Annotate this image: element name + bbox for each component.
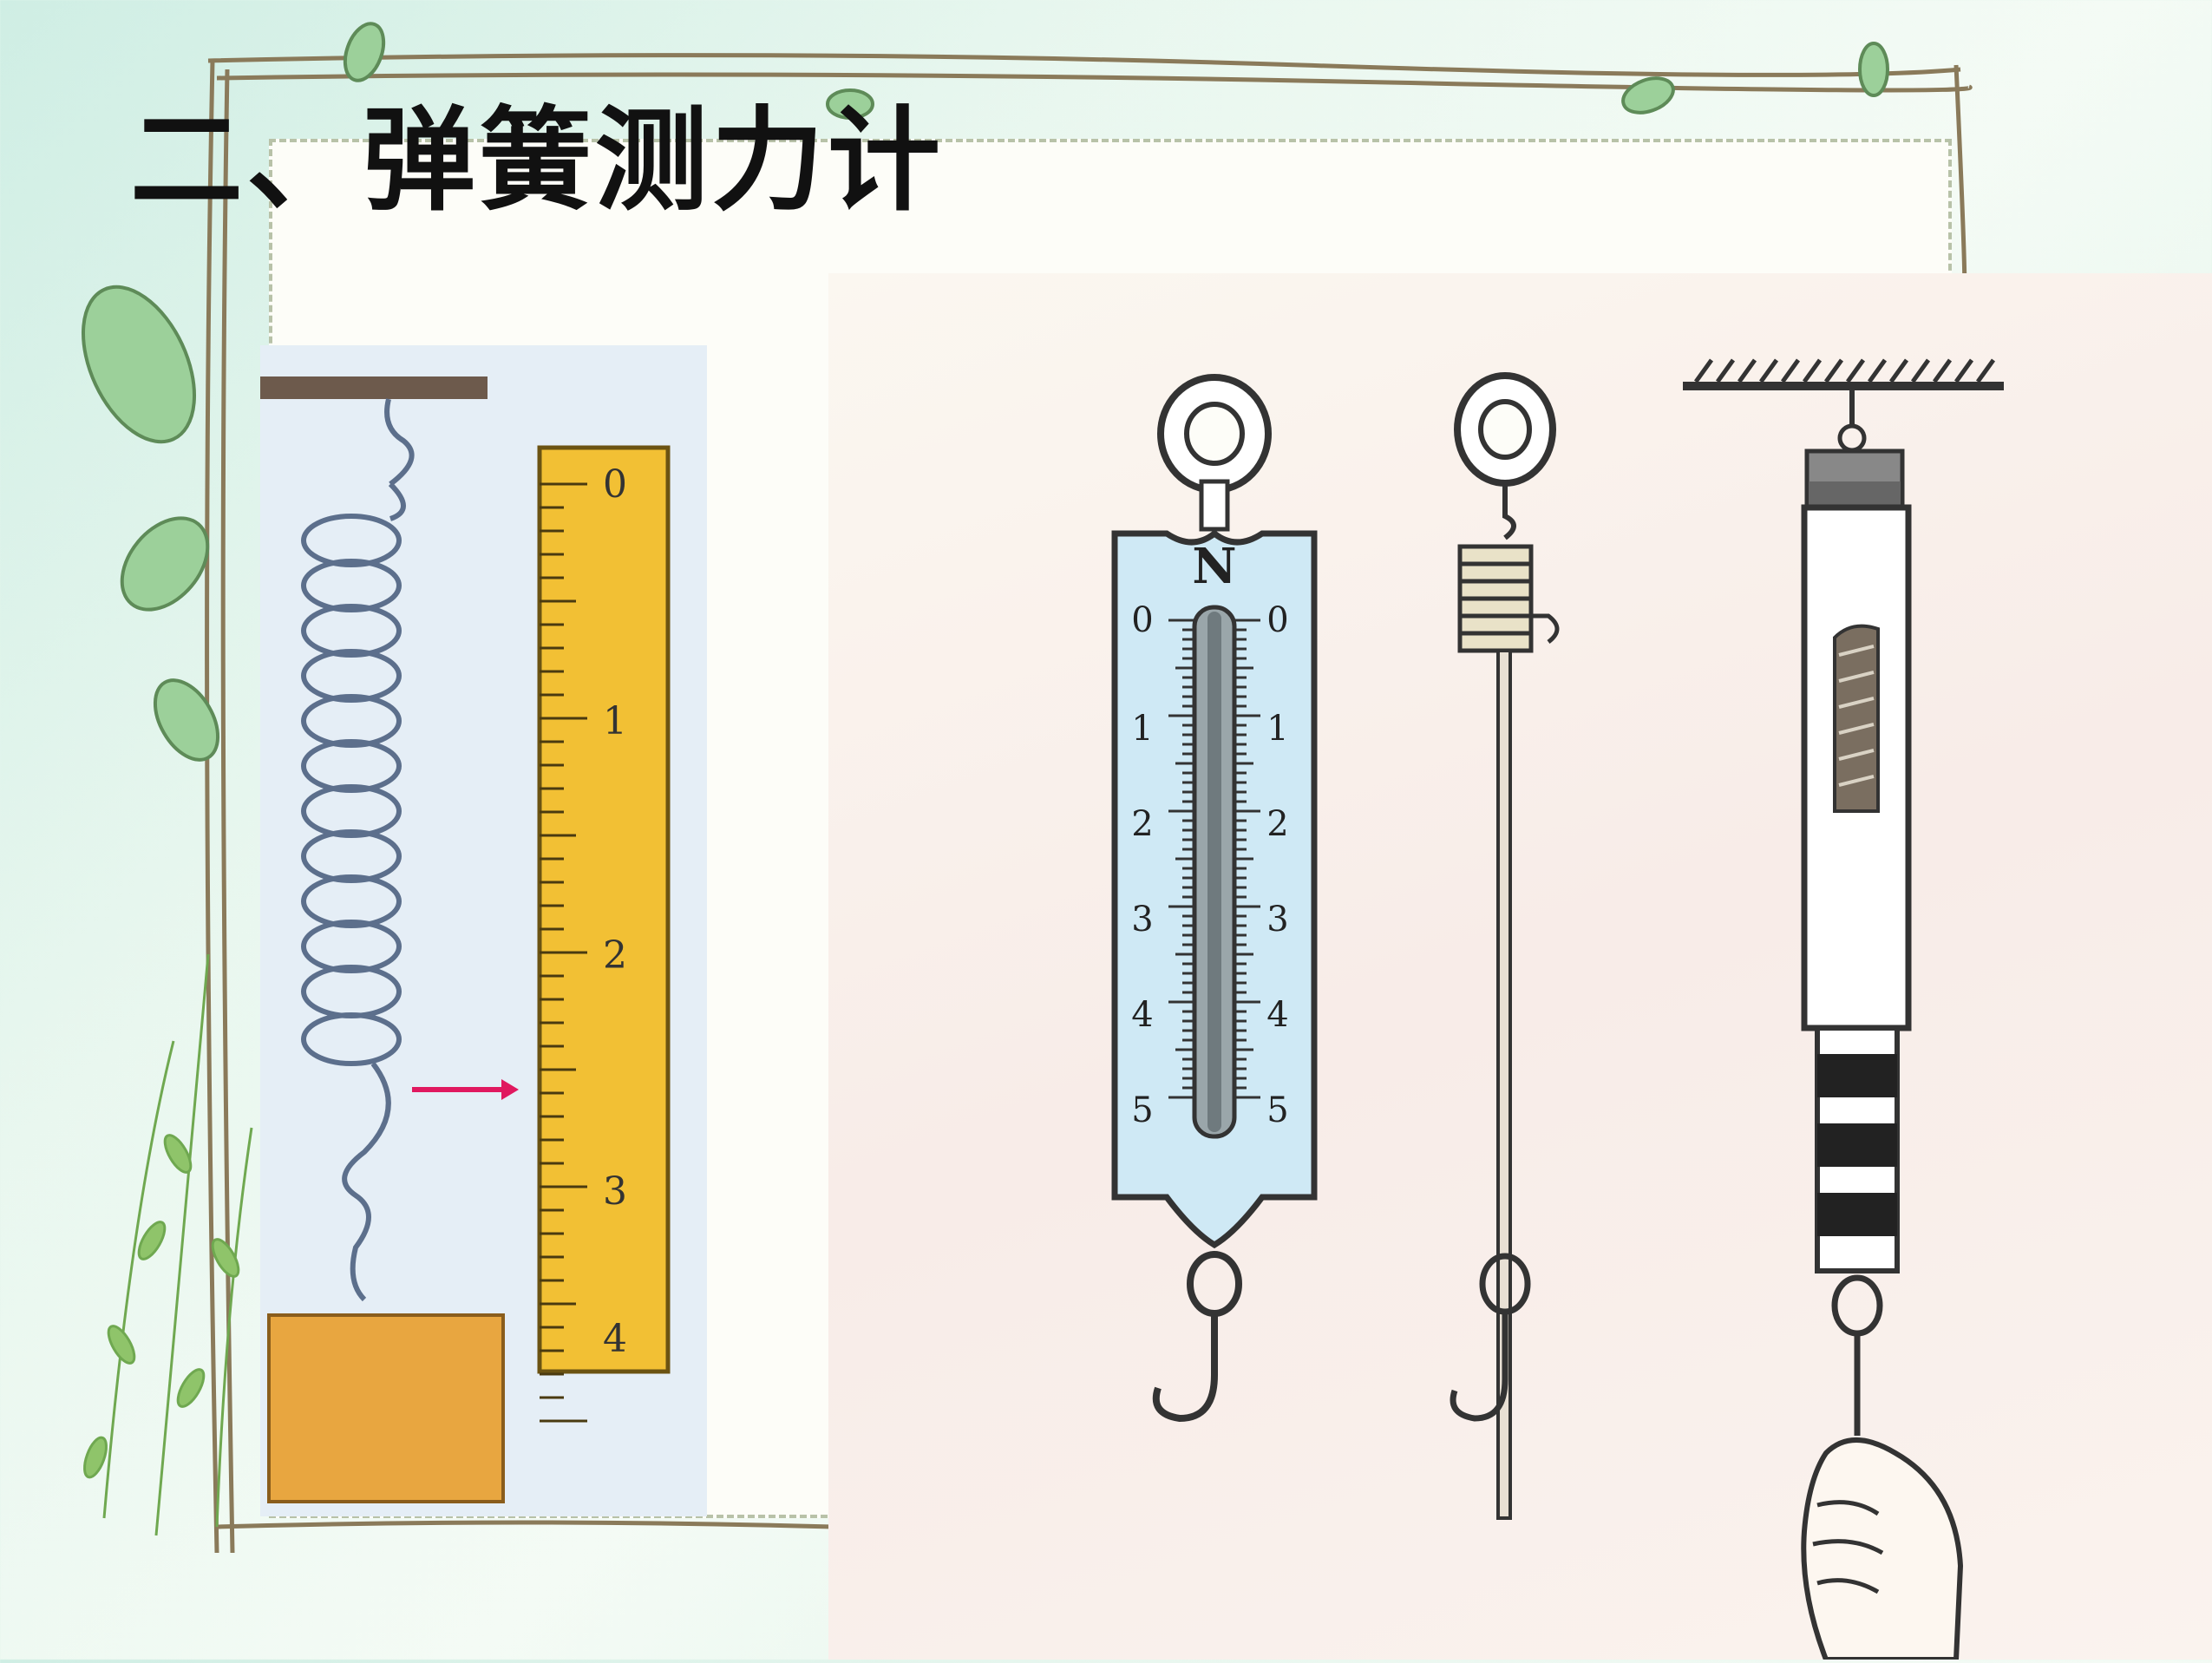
meter-label: 3 xyxy=(1266,900,1288,940)
ceiling-hatch xyxy=(1693,358,1714,383)
ceiling-hatch xyxy=(1888,358,1909,383)
ceiling-hatch xyxy=(1953,358,1974,383)
ruler-label: 4 xyxy=(603,1317,627,1361)
meter-label: 5 xyxy=(1131,1090,1153,1130)
unit-label: N xyxy=(1192,538,1236,595)
meter-label: 4 xyxy=(1266,995,1288,1035)
slide-title: 二、弹簧测力计 xyxy=(130,95,945,226)
hook xyxy=(1152,1313,1218,1423)
ceiling-hatch xyxy=(1715,358,1736,383)
weight-block xyxy=(267,1313,505,1503)
meter-label: 0 xyxy=(1131,600,1153,640)
meter-label: 1 xyxy=(1266,709,1288,749)
meter-label: 1 xyxy=(1131,709,1153,749)
meter-label: 0 xyxy=(1266,600,1288,640)
meter-label: 4 xyxy=(1131,995,1153,1035)
spring-ruler-illustration: 0 1 2 3 4 xyxy=(260,345,707,1516)
ceiling-hatch xyxy=(1737,358,1757,383)
ceiling-hatch xyxy=(1802,358,1823,383)
spring-coil xyxy=(301,398,415,1302)
meter-label: 5 xyxy=(1266,1090,1288,1130)
ruler-label: 2 xyxy=(603,933,627,978)
ceiling-hatch xyxy=(1823,358,1844,383)
hook xyxy=(1450,1312,1508,1422)
meter-labels-right: 0 1 2 3 4 5 xyxy=(1266,600,1288,1130)
rod xyxy=(1496,649,1512,1520)
ceiling xyxy=(1683,382,2004,390)
spring-ruler-svg: 0 1 2 3 4 xyxy=(260,376,671,1503)
tube-spring-scale xyxy=(1683,358,2004,1662)
ruler-label: 0 xyxy=(603,462,627,507)
ruler-label: 1 xyxy=(603,699,627,743)
hand xyxy=(1801,1437,1964,1662)
dial-spring-scale: N 0 1 2 3 4 5 0 1 2 3 4 5 xyxy=(1111,374,1318,1423)
meter-label: 3 xyxy=(1131,900,1153,940)
spring-scales-illustration: N 0 1 2 3 4 5 0 1 2 3 4 5 xyxy=(828,273,2212,1662)
slim-spring-scale xyxy=(1450,372,1560,1520)
ruler-labels: 0 1 2 3 4 xyxy=(603,462,627,1361)
meter-label: 2 xyxy=(1266,804,1288,844)
ceiling-hatch xyxy=(1867,358,1888,383)
support-beam xyxy=(260,376,488,399)
meter-label: 2 xyxy=(1131,804,1153,844)
ceiling-hatch xyxy=(1845,358,1866,383)
pointer-arrow xyxy=(412,1079,519,1100)
ceiling-hatch xyxy=(1975,358,1996,383)
ceiling-hatch xyxy=(1910,358,1931,383)
spring-scales-svg: N 0 1 2 3 4 5 0 1 2 3 4 5 xyxy=(1111,358,2004,1662)
ceiling-hatch xyxy=(1932,358,1953,383)
ruler-label: 3 xyxy=(603,1169,627,1214)
ceiling-hatch xyxy=(1780,358,1801,383)
meter-labels-left: 0 1 2 3 4 5 xyxy=(1131,600,1153,1130)
ceiling-hatch xyxy=(1758,358,1779,383)
